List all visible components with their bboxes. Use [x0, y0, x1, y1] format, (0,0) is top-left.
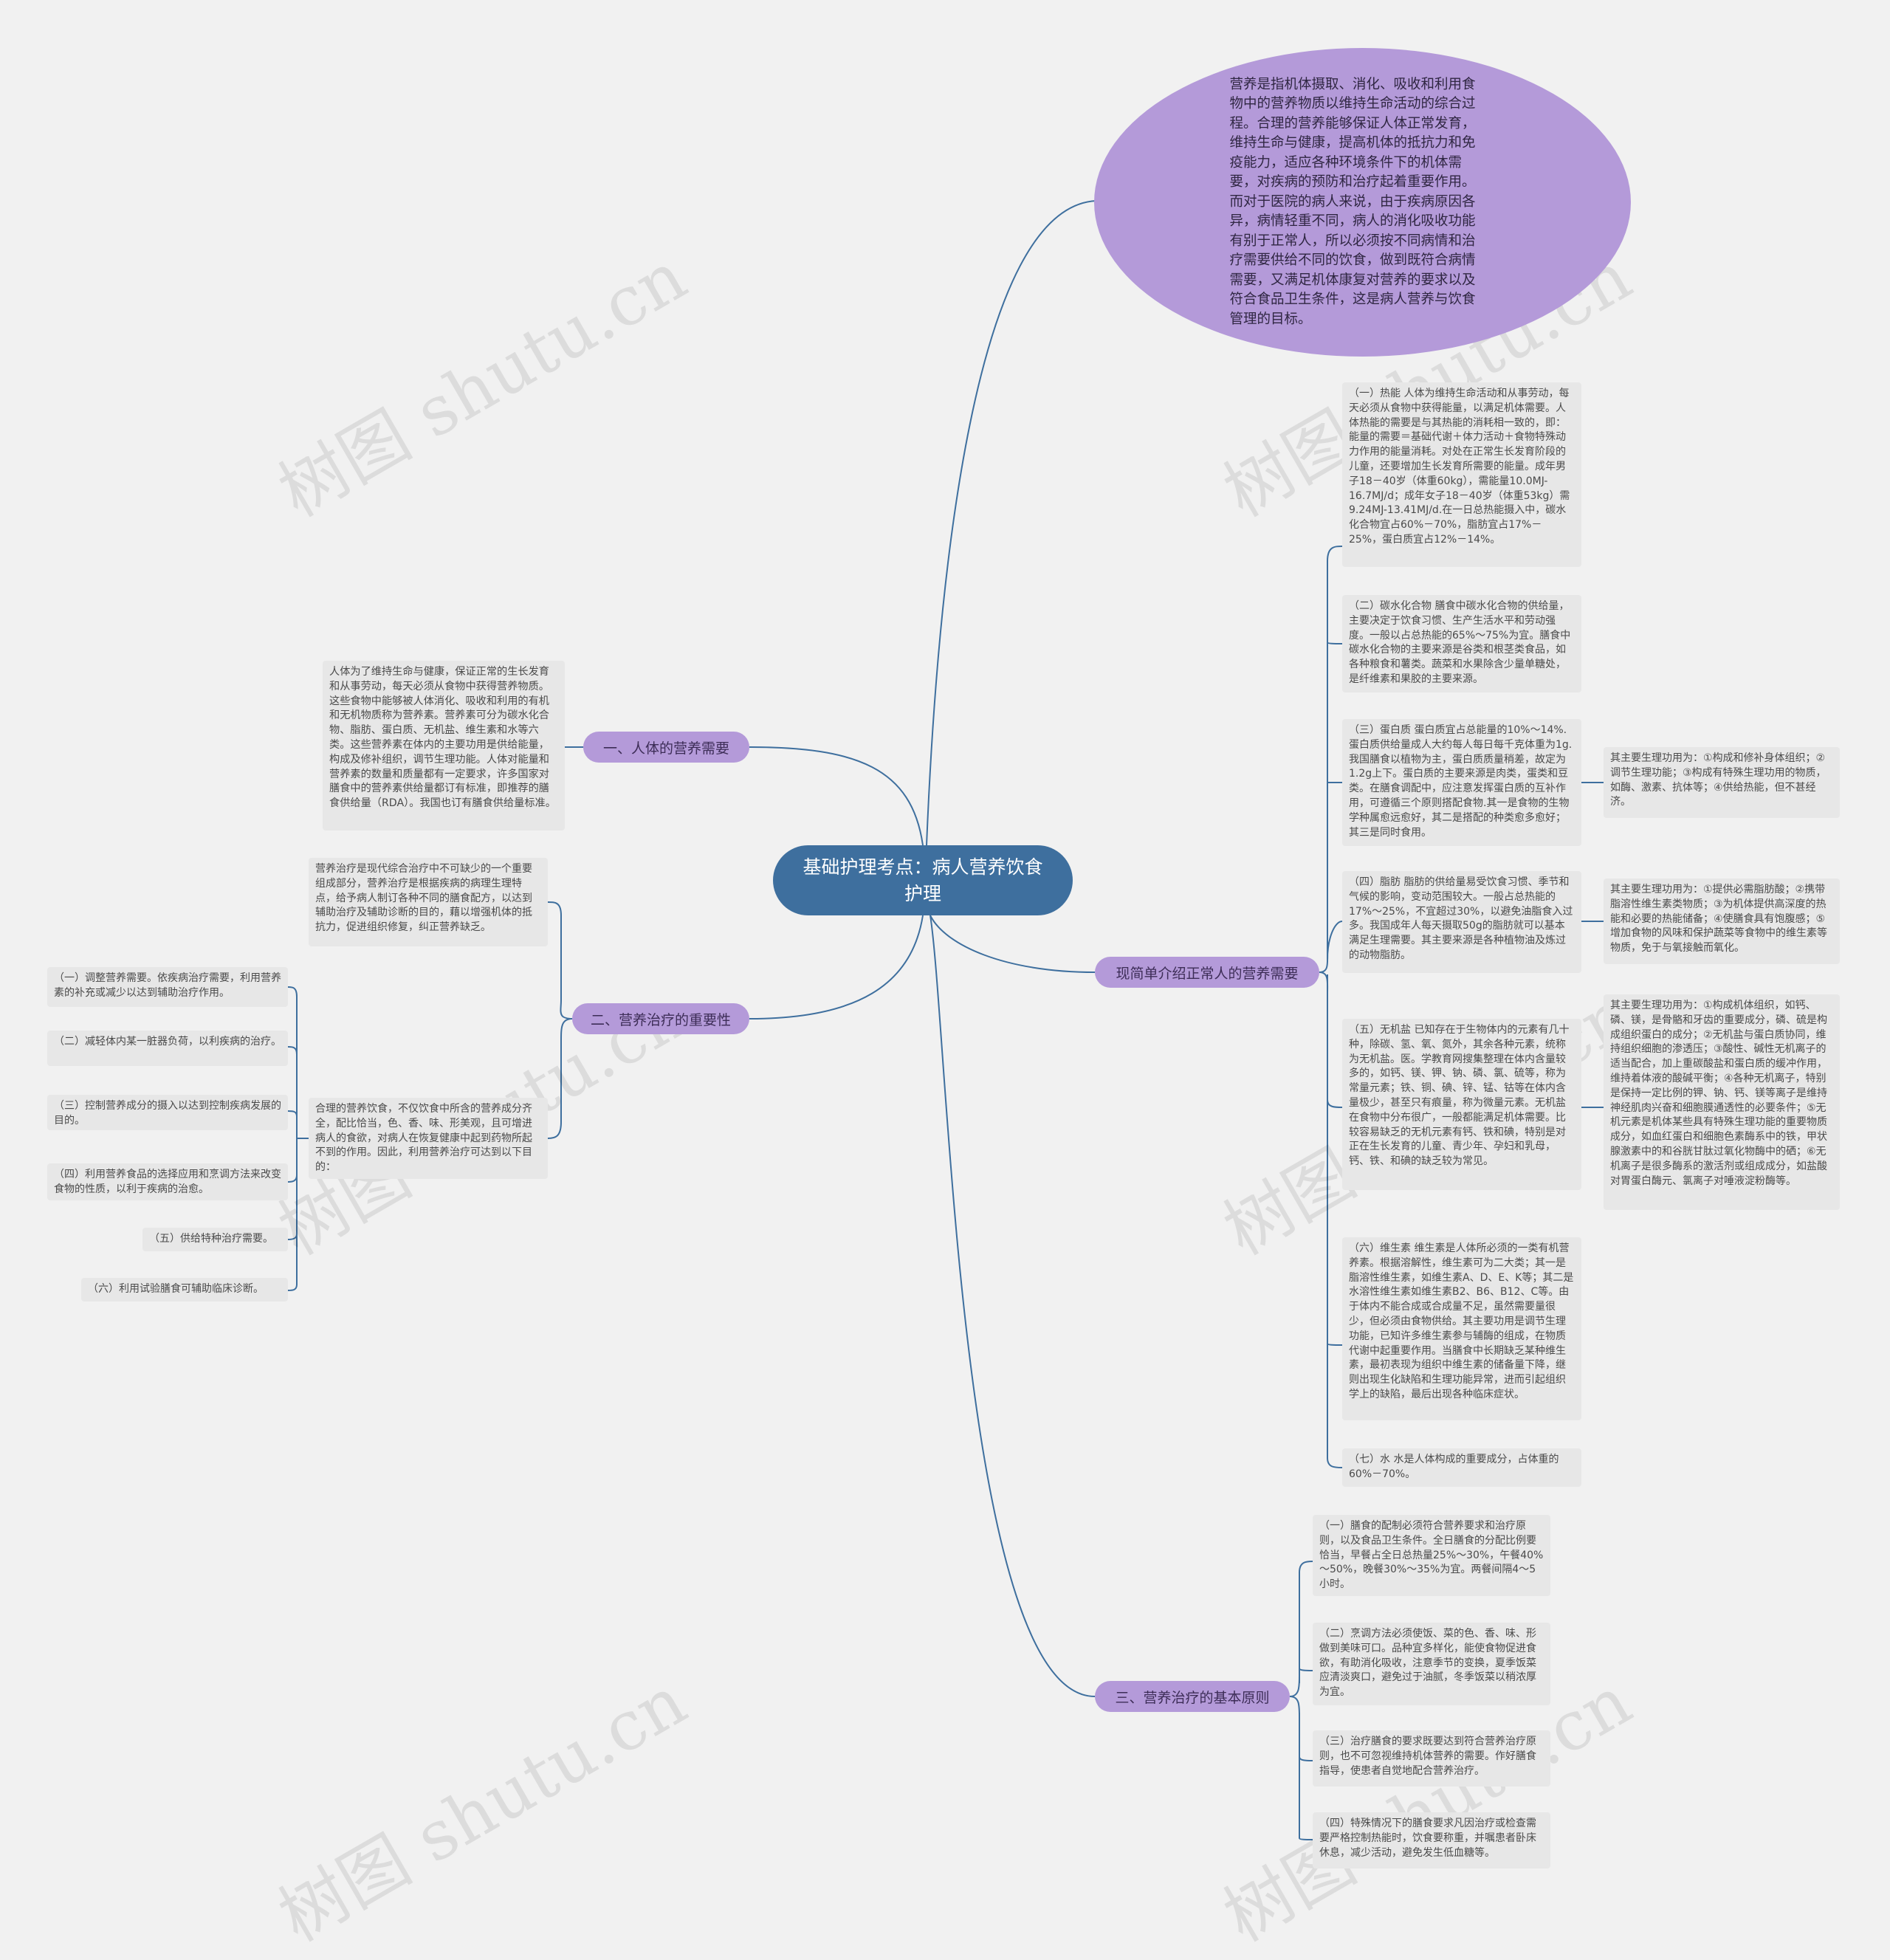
leaf-minerals-function[interactable]: 其主要生理功用为：①构成机体组织，如钙、磷、镁，是骨骼和牙齿的重要成分，磷、硫是… — [1604, 994, 1840, 1210]
leaf-principle-1[interactable]: （一）膳食的配制必须符合营养要求和治疗原则，以及食品卫生条件。全日膳食的分配比例… — [1313, 1515, 1550, 1596]
leaf-water[interactable]: （七）水 水是人体构成的重要成分，占体重的60%－70%。 — [1342, 1448, 1581, 1487]
leaf-principle-4[interactable]: （四）特殊情况下的膳食要求凡因治疗或检查需要严格控制热能时，饮食要称重，并嘱患者… — [1313, 1812, 1550, 1868]
leaf-therapy-purpose[interactable]: 合理的营养饮食，不仅饮食中所含的营养成分齐全，配比恰当，色、香、味、形美观，且可… — [309, 1098, 548, 1179]
root-topic-label: 基础护理考点：病人营养饮食护理 — [803, 856, 1043, 904]
leaf-therapy-point-4[interactable]: （四）利用营养食品的选择应用和烹调方法来改变食物的性质，以利于疾病的治愈。 — [47, 1163, 288, 1200]
branch-nutrition-needs[interactable]: 一、人体的营养需要 — [583, 732, 749, 763]
branch-normal-needs[interactable]: 现简单介绍正常人的营养需要 — [1095, 957, 1319, 988]
leaf-therapy-point-3[interactable]: （三）控制营养成分的摄入以达到控制疾病发展的目的。 — [47, 1095, 288, 1130]
branch-therapy-importance[interactable]: 二、营养治疗的重要性 — [572, 1003, 749, 1034]
leaf-principle-3[interactable]: （三）治疗膳食的要求既要达到符合营养治疗原则，也不可忽视维持机体营养的需要。作好… — [1313, 1730, 1550, 1787]
connector-lines — [287, 200, 1604, 1840]
leaf-therapy-point-2[interactable]: （二）减轻体内某一脏器负荷，以利疾病的治疗。 — [47, 1031, 288, 1066]
branch-therapy-principles[interactable]: 三、营养治疗的基本原则 — [1095, 1681, 1290, 1712]
branch-label: 三、营养治疗的基本原则 — [1115, 1689, 1270, 1706]
branch-label: 一、人体的营养需要 — [602, 740, 729, 757]
leaf-therapy-point-1[interactable]: （一）调整营养需要。依疾病治疗需要，利用营养素的补充或减少以达到辅助治疗作用。 — [47, 967, 288, 1007]
intro-bubble[interactable]: 营养是指机体摄取、消化、吸收和利用食物中的营养物质以维持生命活动的综合过程。合理… — [1094, 48, 1631, 357]
branch-label: 现简单介绍正常人的营养需要 — [1116, 965, 1299, 982]
leaf-vitamins[interactable]: （六）维生素 维生素是人体所必须的一类有机营养素。根据溶解性，维生素可为二大类；… — [1342, 1237, 1581, 1420]
leaf-protein[interactable]: （三）蛋白质 蛋白质宜占总能量的10%～14%.蛋白质供给量成人大约每人每日每千… — [1342, 719, 1581, 846]
leaf-fat-function[interactable]: 其主要生理功用为：①提供必需脂肪酸；②携带脂溶性维生素类物质；③为机体提供高深度… — [1604, 878, 1840, 964]
leaf-therapy-intro[interactable]: 营养治疗是现代综合治疗中不可缺少的一个重要组成部分，营养治疗是根据疾病的病理生理… — [309, 858, 548, 946]
leaf-fat[interactable]: （四）脂肪 脂肪的供给量易受饮食习惯、季节和气候的影响，变动范围较大。一般占总热… — [1342, 871, 1581, 973]
leaf-therapy-point-6[interactable]: （六）利用试验膳食可辅助临床诊断。 — [81, 1278, 288, 1301]
leaf-therapy-point-5[interactable]: （五）供给特种治疗需要。 — [142, 1228, 288, 1251]
leaf-minerals[interactable]: （五）无机盐 已知存在于生物体内的元素有几十种，除碳、氢、氧、氮外，其余各种元素… — [1342, 1019, 1581, 1190]
leaf-principle-2[interactable]: （二）烹调方法必须使饭、菜的色、香、味、形做到美味可口。品种宜多样化，能使食物促… — [1313, 1623, 1550, 1705]
intro-text: 营养是指机体摄取、消化、吸收和利用食物中的营养物质以维持生命活动的综合过程。合理… — [1229, 76, 1476, 327]
leaf-energy[interactable]: （一）热能 人体为维持生命活动和从事劳动，每天必须从食物中获得能量，以满足机体需… — [1342, 382, 1581, 567]
leaf-carbohydrate[interactable]: （二）碳水化合物 膳食中碳水化合物的供给量，主要决定于饮食习惯、生产生活水平和劳… — [1342, 595, 1581, 692]
root-topic[interactable]: 基础护理考点：病人营养饮食护理 — [773, 845, 1073, 915]
branch-label: 二、营养治疗的重要性 — [590, 1011, 731, 1028]
leaf-protein-function[interactable]: 其主要生理功用为：①构成和修补身体组织；②调节生理功能；③构成有特殊生理功用的物… — [1604, 747, 1840, 818]
leaf-nutrition-needs-text[interactable]: 人体为了维持生命与健康，保证正常的生长发育和从事劳动，每天必须从食物中获得营养物… — [323, 661, 565, 831]
